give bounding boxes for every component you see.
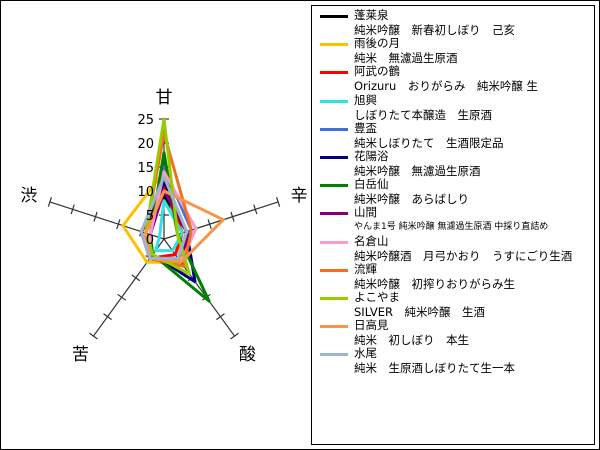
legend-swatch [320,184,348,188]
axis-tick [207,219,212,230]
axis-label-0: 甘 [156,88,173,108]
series-line-3 [154,199,184,253]
legend-item: 流輝純米吟醸 初搾りおりがらみ生 [318,261,594,291]
legend-item: 日高見純米 初しぼり 本生 [318,319,594,347]
legend-series-name: 雨後の月 [354,36,400,51]
legend-series-name: よこやま [354,289,400,304]
legend-series-name: 流輝 [354,261,377,276]
axis-label-3: 苦 [72,345,89,365]
legend-swatch [320,15,348,18]
legend-series-subtitle: 純米しぼりたて 生酒限定品 [354,135,504,150]
legend-swatch [320,99,348,103]
legend-series-name: 水尾 [354,346,377,361]
axis-tick [216,313,225,321]
axis-tick [103,313,112,321]
legend-item: 旭興しぼりたて本醸造 生原酒 [318,92,594,122]
legend-swatch [320,325,348,329]
legend-series-name: 山間 [354,205,377,220]
legend-item: 山間やんま1号 純米吟醸 無濾過生原酒 中採り直詰め [318,206,594,234]
tick-label: 20 [137,137,154,152]
axis-label-2: 酸 [239,345,256,365]
legend-series-subtitle: しぼりたて本醸造 生原酒 [354,107,492,122]
axis-tick [47,196,52,207]
tick-label: 10 [137,185,154,200]
axis-tick [89,332,98,340]
tick-label: 0 [146,233,154,248]
legend-item: 雨後の月純米 無濾過生原酒 [318,37,594,65]
legend-series-name: 白岳仙 [354,177,389,192]
legend-series-name: 阿武の鶴 [354,64,400,79]
legend-series-subtitle: 純米 生原酒しぼりたて生一本 [354,361,515,376]
axis-tick [116,219,121,230]
legend-swatch [320,155,348,159]
axis-tick [276,196,281,207]
legend-series-name: 花陽浴 [354,148,389,163]
legend-item: 白岳仙純米吟醸 あらばしり [318,178,594,206]
axis-tick [70,204,75,215]
legend-swatch [320,268,348,272]
axis-tick [253,204,258,215]
legend-series-subtitle: 純米吟醸 あらばしり [354,192,469,207]
legend-series-name: 蓬莱泉 [354,8,389,22]
axis-tick [131,274,141,282]
legend-series-name: 旭興 [354,92,377,107]
legend-item: 名倉山純米吟醸酒 月弓かおり うすにごり生酒 [318,233,594,263]
legend-item: 水尾純米 生原酒しぼりたて生一本 [318,347,594,375]
axis-tick [93,211,98,222]
legend-series-subtitle: 純米吟醸酒 月弓かおり うすにごり生酒 [354,248,573,263]
legend-item: 花陽浴純米吟醸 無濾過生原酒 [318,148,594,178]
axis-tick [117,293,127,301]
legend-swatch [320,240,348,244]
axis-label-1: 辛 [291,186,308,206]
legend-swatch [320,127,348,131]
axis-label-4: 渋 [20,186,37,206]
series-line-12 [139,175,189,260]
legend-swatch [320,212,348,216]
legend-series-subtitle: やんま1号 純米吟醸 無濾過生原酒 中採り直詰め [354,222,549,233]
axis-tick [230,211,235,222]
legend-swatch [320,43,348,47]
legend-swatch [320,353,348,357]
legend-series-name: 豊盃 [354,120,377,135]
tick-label: 25 [137,113,154,128]
legend-swatch [320,71,348,75]
series-line-11 [144,189,225,264]
legend-series-subtitle: 純米 無濾過生原酒 [354,51,458,66]
legend-series-subtitle: 純米吟醸 新春初しぼり 己亥 [354,23,515,37]
legend-series-name: 名倉山 [354,233,389,248]
legend-series-subtitle: SILVER 純米吟醸 生酒 [354,304,485,319]
legend-series-name: 日高見 [354,318,389,333]
legend-item: 豊盃純米しぼりたて 生酒限定品 [318,120,594,150]
legend-series-subtitle: 純米 初しぼり 本生 [354,333,469,348]
axis-tick [230,332,239,340]
legend-series-subtitle: 純米吟醸 初搾りおりがらみ生 [354,276,515,291]
tick-label: 15 [137,161,154,176]
tick-label: 5 [146,209,154,224]
legend-series-subtitle: 純米吟醸 無濾過生原酒 [354,163,481,178]
legend-series-subtitle: Orizuru おりがらみ 純米吟醸 生 [354,79,538,94]
legend-item: 蓬莱泉純米吟醸 新春初しぼり 己亥 [318,9,594,37]
legend-swatch [320,296,348,300]
